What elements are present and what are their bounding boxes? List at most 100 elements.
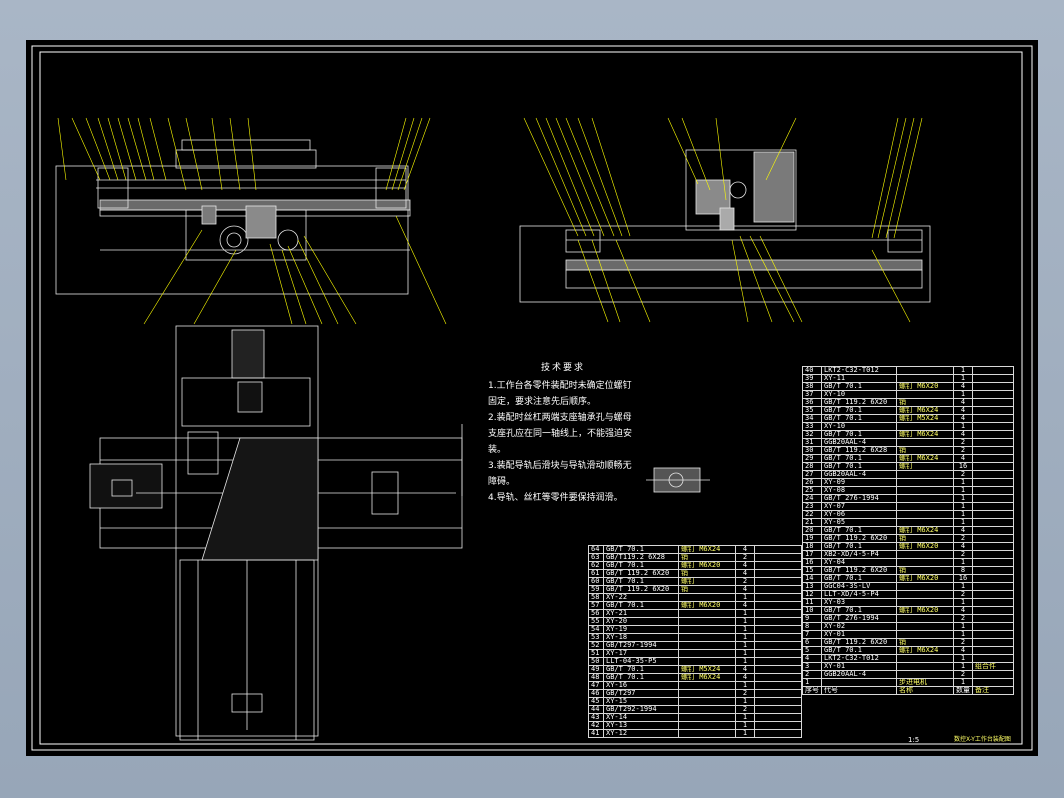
bom-no: 8 [802,622,822,631]
scale-value: 1:5 [908,736,920,744]
bom-code: GB/T 70.1 [821,606,897,615]
bom-qty: 4 [735,673,755,682]
bom-note [754,593,802,602]
bom-code: XY-13 [603,721,679,730]
plan-view [89,325,463,741]
bom-name: 螺钉 M6X24 [678,545,736,554]
bom-code: LLT-XD/4-5-P4 [821,590,897,599]
bom-note [754,617,802,626]
bom-note [972,470,1014,479]
bom-no: 1 [802,678,822,687]
bom-name: 螺钉 M6X24 [896,454,954,463]
bom-code: GB/T 70.1 [821,454,897,463]
bom-code: GB/T 70.1 [603,601,679,610]
bom-no: 44 [588,705,604,714]
bom-qty: 1 [953,662,973,671]
bom-name: 螺钉 [896,462,954,471]
bom-code: XY-11 [821,374,897,383]
bom-name: 螺钉 M6X24 [896,430,954,439]
bom-name: 螺钉 M6X24 [678,673,736,682]
cad-viewport[interactable]: 技术要求 1.工作台各零件装配时未确定位螺钉 固定，要求注意先后顺序。 2.装配… [26,40,1038,756]
bom-code: GB/T 119.2 6X20 [603,585,679,594]
bom-qty: 1 [735,657,755,666]
bom-code [821,678,897,687]
bom-code: XB2-XD/4-5-P4 [821,550,897,559]
bom-code: GB/T 70.1 [821,462,897,471]
bom-qty: 4 [735,569,755,578]
bom-no: 50 [588,657,604,666]
bom-note [972,510,1014,519]
bom-code: GB/T 119.2 6X20 [821,534,897,543]
bom-no: 3 [802,662,822,671]
bom-no: 2 [802,670,822,679]
bom-code: GB/T 119.2 6X20 [821,566,897,575]
bom-no: 14 [802,574,822,583]
bom-qty: 2 [953,670,973,679]
bom-qty: 2 [953,470,973,479]
bom-note [754,625,802,634]
bom-no: 64 [588,545,604,554]
bom-name [678,689,736,698]
bom-no: 15 [802,566,822,575]
bom-code: GB/T 70.1 [821,382,897,391]
bom-qty: 1 [953,518,973,527]
bom-qty: 4 [953,454,973,463]
bom-qty: 2 [953,534,973,543]
bom-qty: 1 [735,729,755,738]
bom-name: 螺钉 M5X24 [678,665,736,674]
bom-qty: 1 [953,374,973,383]
bom-code: GB/T 119.2 6X20 [821,638,897,647]
bom-note [972,462,1014,471]
bom-no: 19 [802,534,822,543]
bom-code: GB/T 70.1 [821,542,897,551]
bom-no: 28 [802,462,822,471]
bom-no: 37 [802,390,822,399]
bom-no: 63 [588,553,604,562]
notes-line: 4.导轨、丝杠等零件要保持润滑。 [488,493,623,503]
front-section-view [55,139,411,295]
bom-code: LLT-04-35-P5 [603,657,679,666]
bom-note [754,569,802,578]
bom-note [972,622,1014,631]
bom-note [972,454,1014,463]
bom-qty: 4 [953,406,973,415]
bom-note [972,574,1014,583]
bom-name [896,390,954,399]
bom-note [972,630,1014,639]
bom-code: XY-01 [821,630,897,639]
bom-no: 61 [588,569,604,578]
bom-qty: 1 [953,366,973,375]
bom-qty: 4 [735,545,755,554]
bom-name: 螺钉 M6X20 [678,561,736,570]
bom-qty: 1 [735,593,755,602]
bom-code: LKT2-C32-T012 [821,366,897,375]
bom-note [972,550,1014,559]
bom-qty: 4 [953,542,973,551]
bom-qty: 1 [953,582,973,591]
bom-no: 17 [802,550,822,559]
bom-no: 20 [802,526,822,535]
bom-qty: 4 [953,646,973,655]
bom-note [754,545,802,554]
bom-code: XY-14 [603,713,679,722]
bom-code: XY-02 [821,622,897,631]
bom-qty: 1 [953,598,973,607]
bom-name [896,598,954,607]
bom-no: 33 [802,422,822,431]
bom-no: 26 [802,478,822,487]
bom-no: 25 [802,486,822,495]
